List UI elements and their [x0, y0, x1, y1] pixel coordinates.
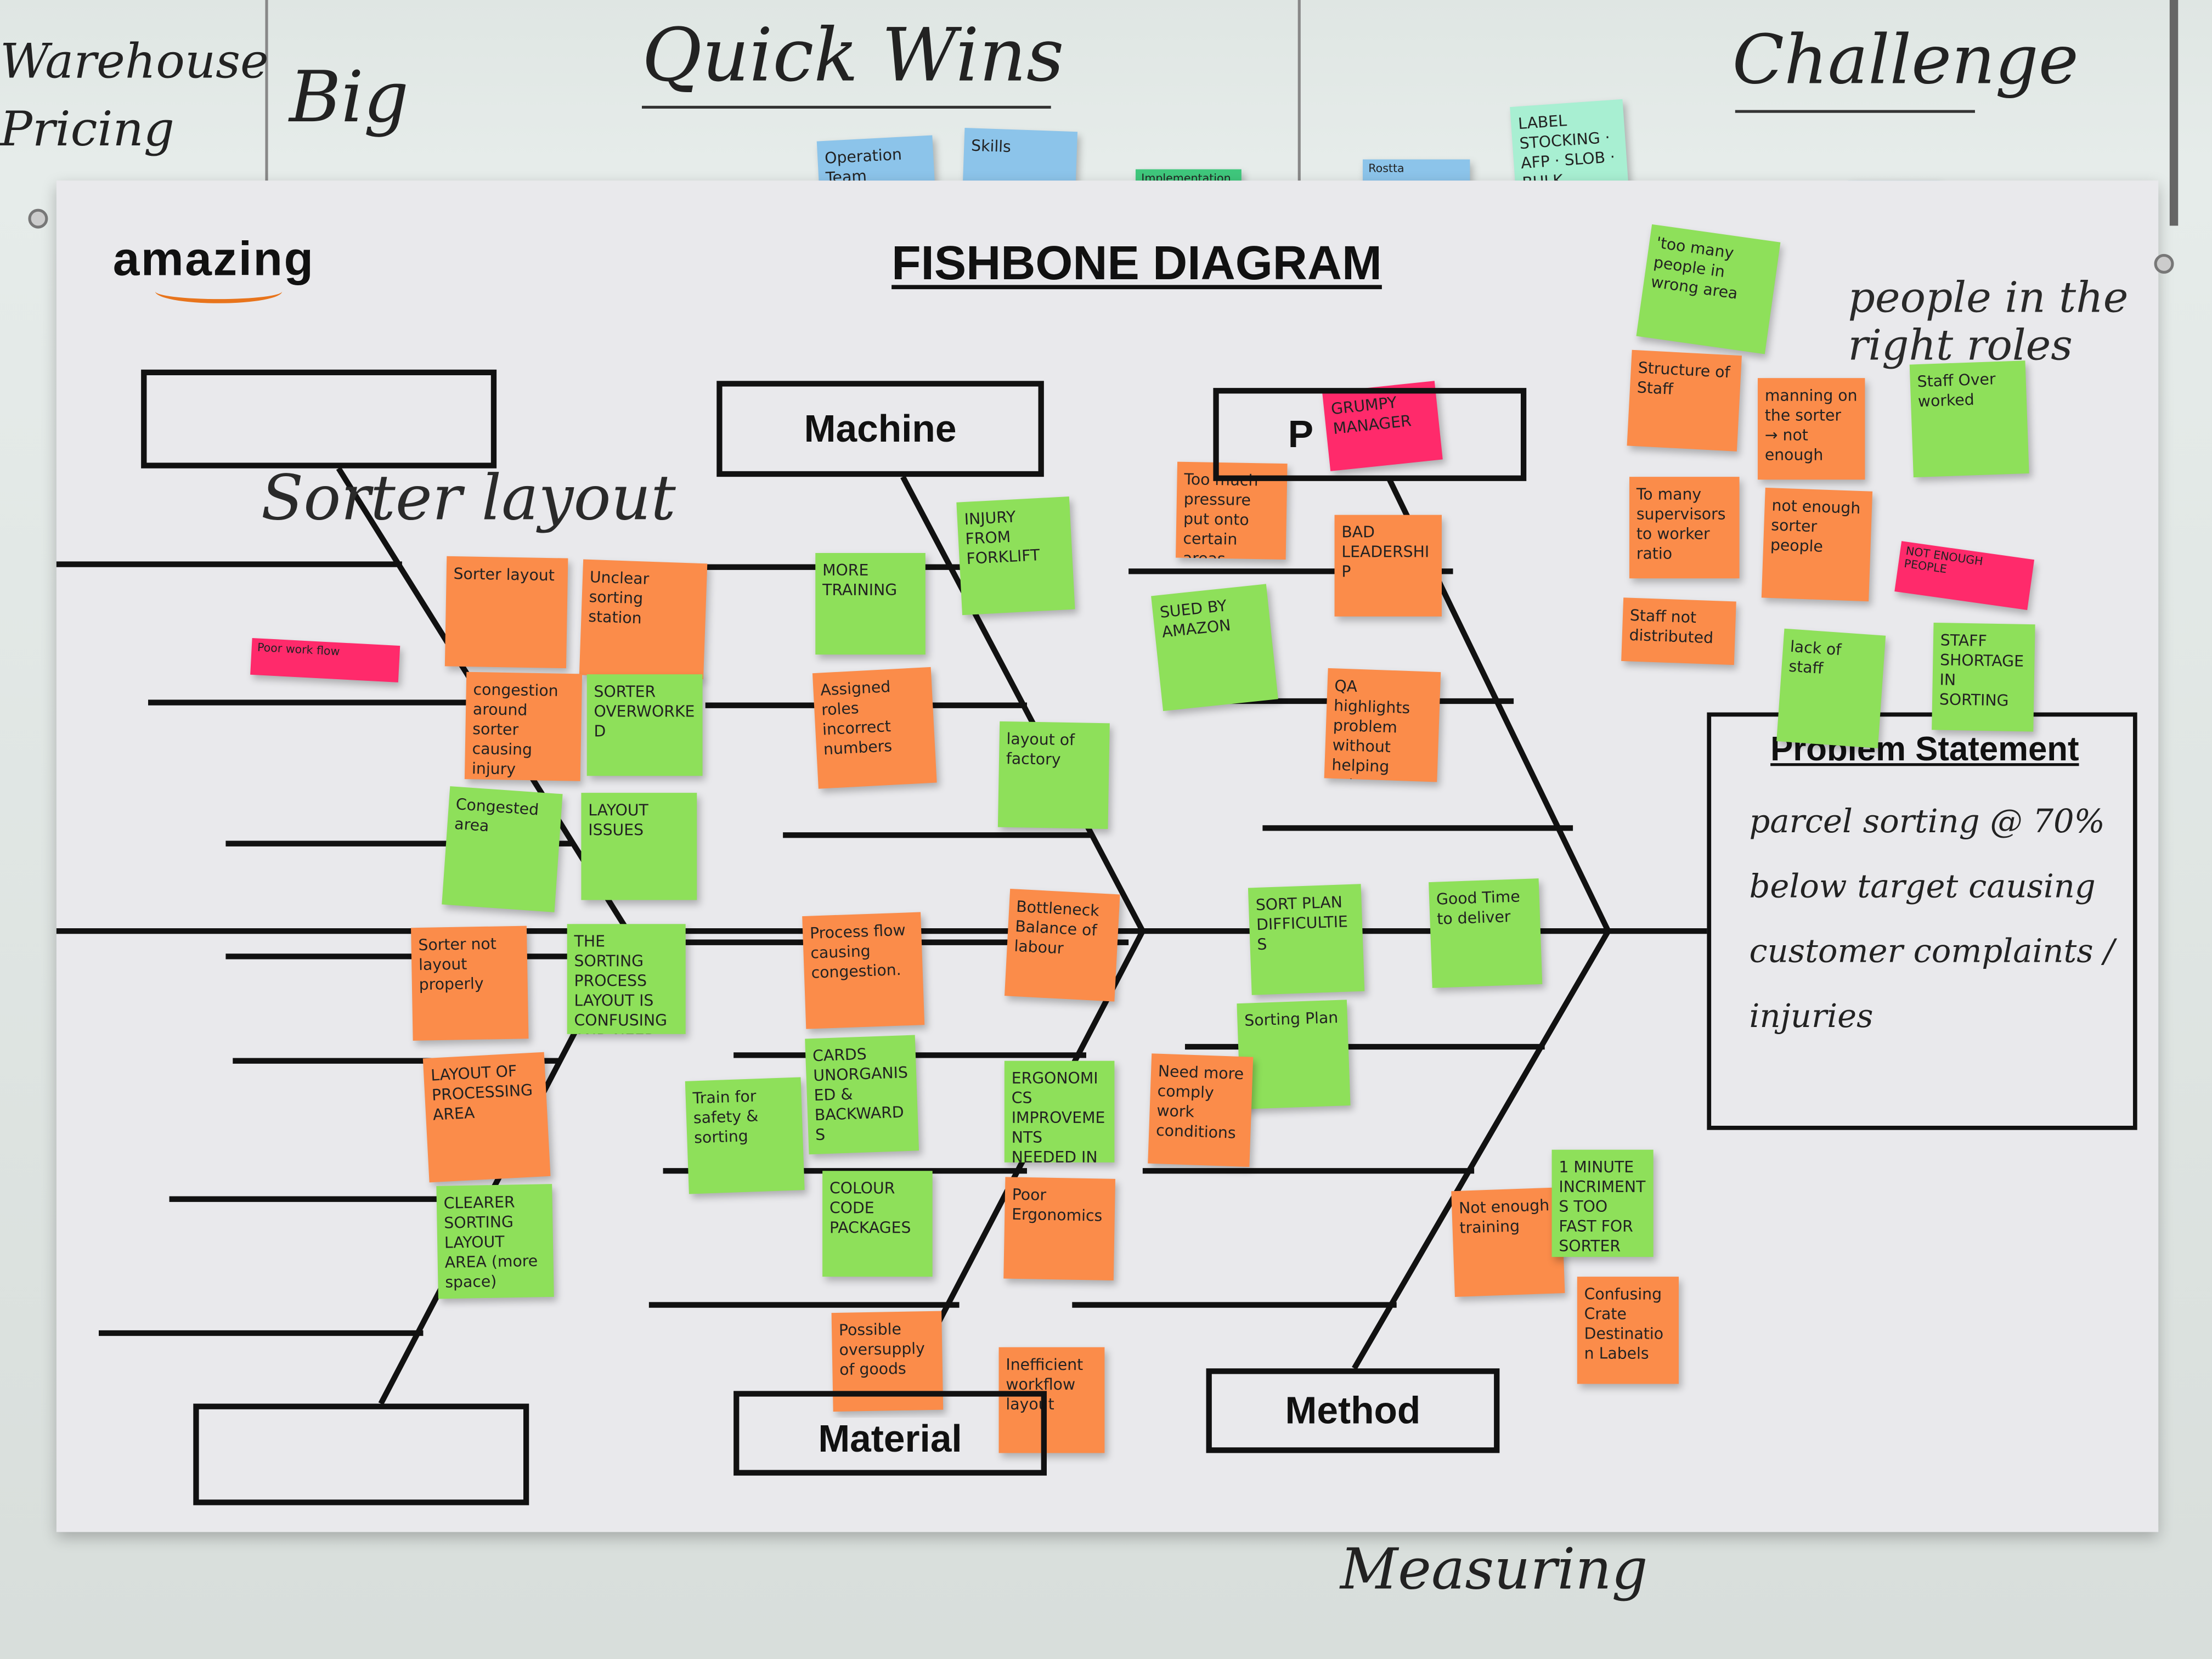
category-label: Method: [1285, 1389, 1421, 1431]
amazing-logo: amazing: [112, 233, 315, 286]
sticky-note-congestion-around-sorter-causing-injury: congestion around sorter causing injury: [464, 672, 583, 781]
sticky-note-bad-leadership: BAD LEADERSHIP: [1334, 515, 1442, 617]
category-material: Material: [733, 1391, 1047, 1476]
category-box-empty-bottom: [193, 1403, 529, 1505]
sticky-note-poor-work-flow: Poor work flow: [250, 637, 400, 682]
sticky-note-manning-on-the-sorter-not-enough: manning on the sorter → not enough: [1757, 378, 1865, 480]
sticky-note-ergonomics-improvements-needed-in-sortin: ERGONOMICS IMPROVEMENTS NEEDED IN SORTIN…: [1004, 1060, 1115, 1163]
sticky-note-poor-ergonomics: Poor Ergonomics: [1003, 1177, 1116, 1280]
sticky-note-too-many-people-in-wrong-area: 'too many people in wrong area: [1636, 224, 1781, 354]
underline: [641, 105, 1051, 109]
whiteboard-frame: [2169, 0, 2179, 226]
bone-diagonal: [1352, 929, 1611, 1370]
sticky-note-sorter-overworked: SORTER OVERWORKED: [586, 674, 703, 776]
annotation-sorter-layout: Sorter layout: [261, 462, 676, 535]
sticky-note-not-enough-training: Not enough training: [1451, 1187, 1565, 1297]
sticky-note-the-sorting-process-layout-is-confusing-: THE SORTING PROCESS LAYOUT IS CONFUSING …: [567, 924, 686, 1034]
sticky-note-structure-of-staff: Structure of Staff: [1627, 349, 1742, 452]
category-people: P: [1213, 388, 1527, 481]
problem-statement-text: parcel sorting @ 70% below target causin…: [1749, 804, 2115, 1036]
sticky-note-confusing-crate-destination-labels: Confusing Crate Destination Labels: [1577, 1277, 1679, 1384]
board-hook: [28, 208, 48, 229]
sticky-note-bottleneck-balance-of-labour: Bottleneck Balance of labour: [1005, 889, 1120, 1002]
sticky-note-staff-over-worked: Staff Over worked: [1909, 360, 2029, 478]
category-machine: Machine: [716, 381, 1044, 477]
sticky-note-injury-from-forklift: INJURY FROM FORKLIFT: [956, 496, 1075, 616]
sticky-note-staff-not-distributed: Staff not distributed: [1621, 597, 1736, 665]
category-label: P: [1283, 413, 1318, 456]
sticky-note-1-minute-incriments-too-fast-for-sorter: 1 MINUTE INCRIMENTS TOO FAST FOR SORTER: [1551, 1149, 1654, 1257]
sticky-note-good-time-to-deliver: Good Time to deliver: [1429, 878, 1543, 988]
sticky-note-congested-area: Congested area: [442, 786, 563, 912]
sticky-note-clearer-sorting-layout-area-more-space: CLEARER SORTING LAYOUT AREA (more space): [436, 1184, 554, 1299]
sticky-note-sued-by-amazon: SUED BY AMAZON: [1151, 584, 1278, 712]
sticky-note-unclear-sorting-station: Unclear sorting station: [579, 559, 708, 680]
sticky-note-not-enough-sorter-people: not enough sorter people: [1761, 487, 1873, 602]
category-label: Machine: [804, 407, 957, 449]
heading-big: Big: [289, 56, 409, 138]
sticky-note-layout-of-factory: layout of factory: [997, 721, 1110, 830]
sticky-note-sorter-layout: Sorter layout: [444, 556, 568, 669]
whiteboard-divider: [265, 0, 268, 184]
problem-statement-box: [1707, 712, 2137, 1130]
sticky-note-need-more-comply-work-conditions: Need more comply work conditions: [1148, 1053, 1254, 1167]
heading-measuring: Measuring: [1340, 1537, 1648, 1603]
sticky-note-process-flow-causing-congestion: Process flow causing congestion.: [802, 912, 925, 1029]
board-hook: [2154, 253, 2174, 274]
category-method: Method: [1206, 1368, 1500, 1453]
heading-warehouse-pricing: Warehouse Pricing: [0, 33, 269, 158]
logo-smile-icon: [155, 279, 283, 303]
sticky-note-cards-unorganised-backwards: CARDS UNORGANISED & BACKWARDS: [805, 1035, 919, 1155]
heading-quick-wins: Quick Wins: [641, 14, 1064, 99]
whiteboard-divider: [1297, 0, 1301, 184]
sticky-note-to-many-supervisors-to-worker-ratio: To many supervisors to worker ratio: [1629, 477, 1740, 579]
underline: [1735, 110, 1975, 113]
annotation-people-roles: people in the right roles: [1848, 273, 2129, 371]
sticky-note-assigned-roles-incorrect-numbers: Assigned roles incorrect numbers: [812, 667, 937, 789]
sticky-note-sorter-not-layout-properly: Sorter not layout properly: [411, 926, 529, 1041]
category-label: Material: [814, 1418, 967, 1462]
sticky-note-colour-code-packages: COLOUR CODE PACKAGES: [822, 1171, 933, 1277]
sticky-note-lack-of-staff: lack of staff: [1776, 628, 1886, 748]
sticky-note-inefficient-workflow-layout: Inefficient workflow layout: [998, 1347, 1105, 1453]
sticky-note-layout-issues: LAYOUT ISSUES: [581, 793, 697, 900]
sticky-note-layout-of-processing-area: LAYOUT OF PROCESSING AREA: [422, 1052, 551, 1183]
page-title: FISHBONE DIAGRAM: [891, 236, 1382, 291]
sticky-note-more-training: MORE TRAINING: [815, 552, 926, 655]
sticky-note-qa-highlights-problem-without-helping-so: QA highlights problem without helping so…: [1324, 668, 1441, 782]
sticky-note-staff-shortage-in-sorting: STAFF SHORTAGE IN SORTING: [1932, 622, 2035, 732]
sticky-note-train-for-safety-sorting: Train for safety & sorting: [685, 1077, 805, 1194]
sticky-note-sort-plan-difficulties: SORT PLAN DIFFICULTIES: [1248, 884, 1365, 995]
sticky-note-sorting-plan: Sorting Plan: [1237, 1000, 1351, 1109]
category-box-empty-top: [141, 369, 497, 469]
heading-challenge: Challenge: [1732, 21, 2079, 100]
